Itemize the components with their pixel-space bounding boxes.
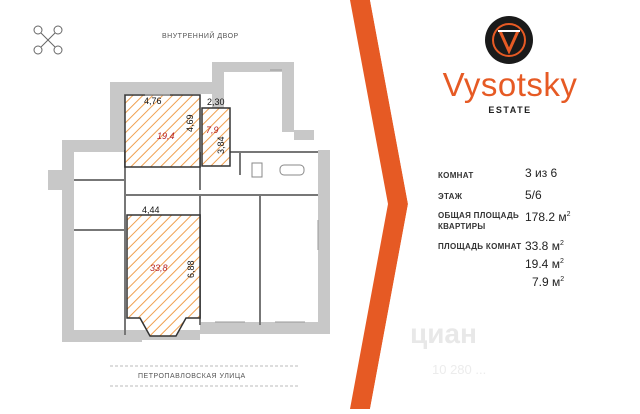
floor-plan: ВНУТРЕННИЙ ДВОР ПЕТРОПАВЛОВСКАЯ УЛИЦА 4,…	[33, 25, 330, 387]
rooms-value: 3 из 6	[525, 166, 558, 180]
info-panel	[392, 0, 640, 409]
total-area-label-line2: КВАРТИРЫ	[438, 222, 486, 231]
dim-4-76: 4,76	[144, 96, 162, 106]
area-7-9: 7,9	[206, 125, 219, 135]
room-area-label: ПЛОЩАДЬ КОМНАТ	[438, 242, 522, 251]
orange-chevron-divider	[350, 0, 410, 409]
dim-2-30: 2,30	[207, 97, 225, 107]
floor-label: ЭТАЖ	[438, 192, 463, 201]
courtyard-label: ВНУТРЕННИЙ ДВОР	[162, 33, 239, 40]
room-7-9-highlight	[201, 107, 231, 167]
brand-sub: ESTATE	[488, 105, 532, 115]
room-area-2: 19.4 м2	[525, 257, 564, 271]
room-33-8-highlight	[126, 214, 201, 337]
dim-6-88: 6,88	[186, 260, 196, 278]
total-area-label-line1: ОБЩАЯ ПЛОЩАДЬ	[438, 211, 520, 220]
rooms-label: КОМНАТ	[438, 171, 474, 180]
floor-plan-drawing	[33, 25, 330, 387]
room-area-3: 7.9 м2	[532, 275, 565, 289]
street-label: ПЕТРОПАВЛОВСКАЯ УЛИЦА	[138, 373, 246, 380]
room-19-4-highlight	[124, 94, 201, 168]
watermark-sub: 10 280 ...	[432, 362, 487, 377]
area-19-4: 19,4	[157, 131, 175, 141]
floor-value: 5/6	[525, 188, 542, 202]
compass-icon	[33, 25, 63, 55]
room-area-1: 33.8 м2	[525, 239, 564, 253]
area-33-8: 33,8	[150, 263, 168, 273]
watermark: циан	[410, 318, 477, 349]
dim-4-69: 4,69	[185, 114, 195, 132]
total-area-value: 178.2 м2	[525, 210, 571, 224]
brand-name: Vysotsky	[442, 66, 578, 103]
dim-4-44: 4,44	[142, 205, 160, 215]
dim-3-84: 3,84	[216, 136, 226, 154]
vysotsky-logo-icon	[485, 16, 533, 64]
